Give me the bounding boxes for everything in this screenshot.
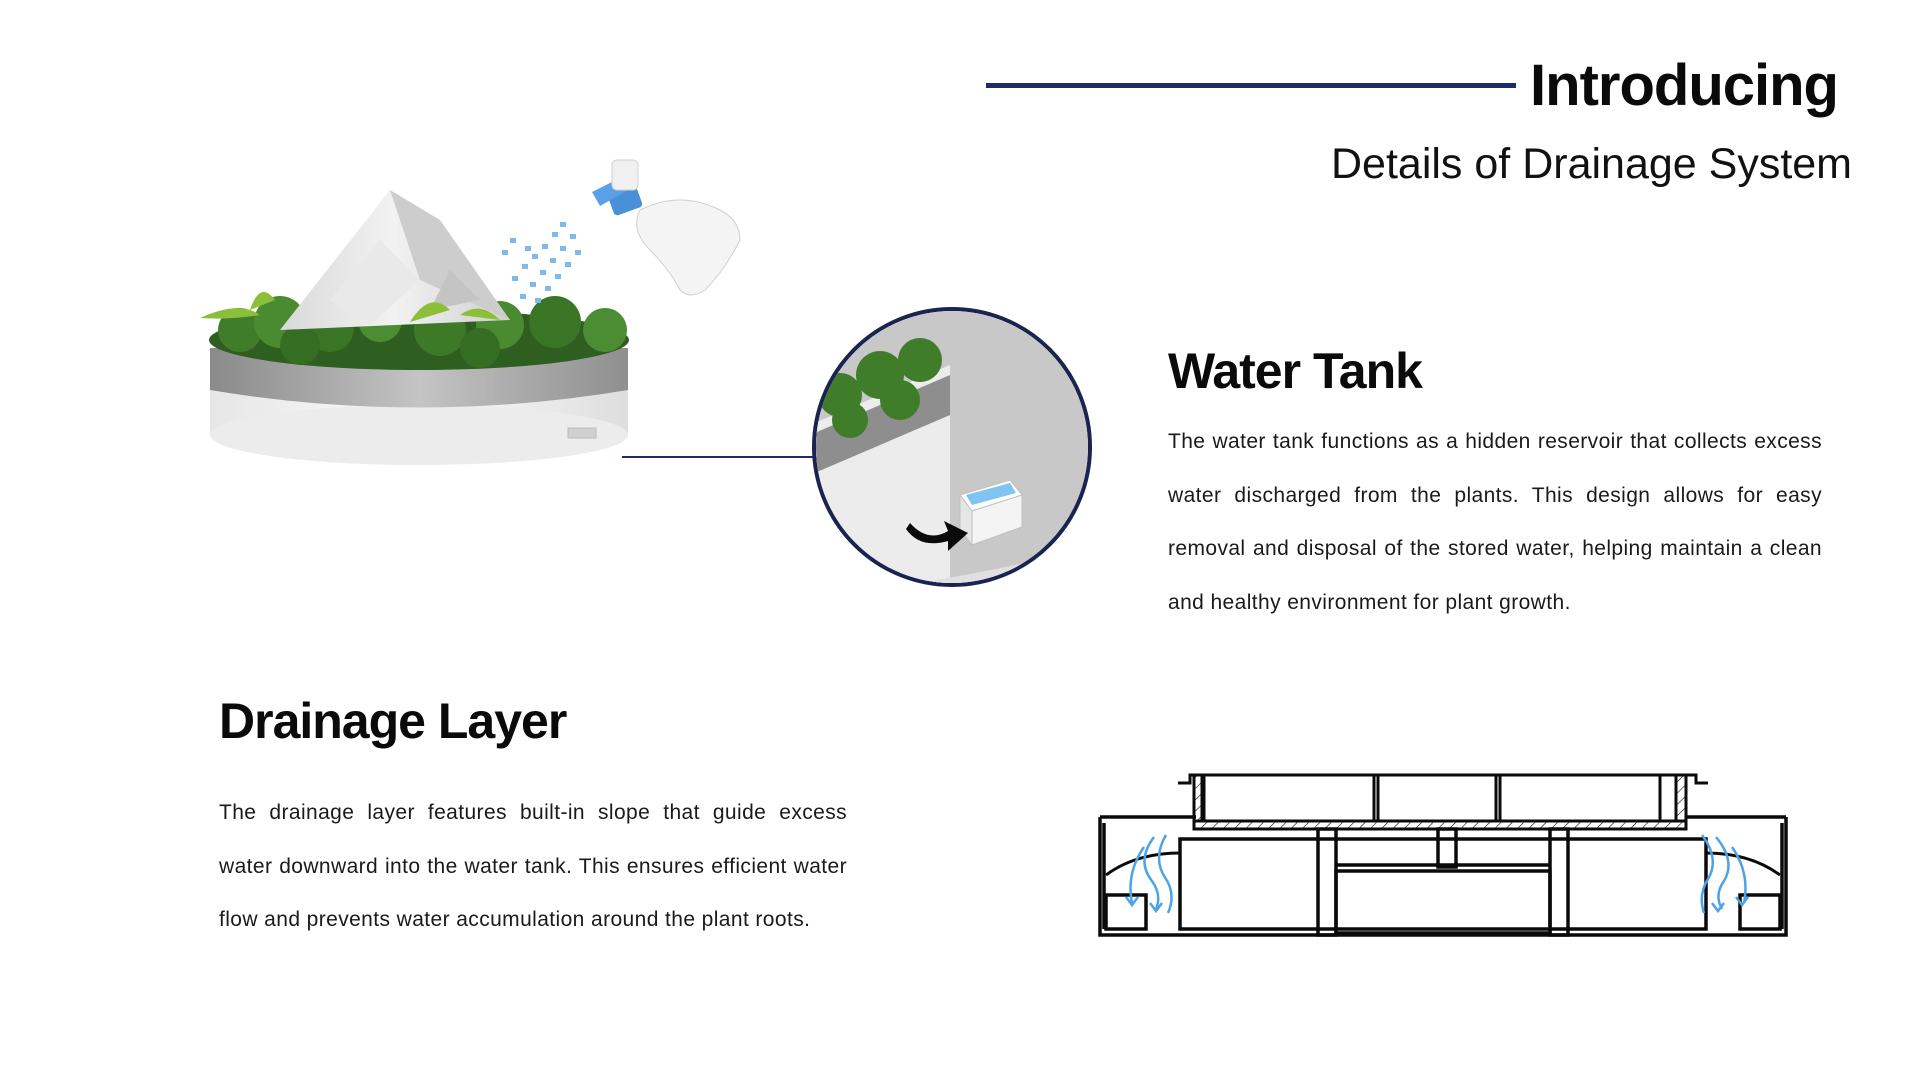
page-title: Introducing xyxy=(1530,53,1839,118)
spray-bottle-icon xyxy=(592,159,741,296)
curved-arrow-icon xyxy=(906,521,968,551)
drainage-section-diagram xyxy=(1098,773,1788,937)
tank-detail-zoom xyxy=(812,307,1092,587)
mountain-sculpture xyxy=(280,190,510,330)
removable-water-tank xyxy=(959,479,1023,547)
spray-mist xyxy=(502,222,581,303)
page-subtitle: Details of Drainage System xyxy=(1331,140,1852,188)
drainage-layer-heading: Drainage Layer xyxy=(219,693,567,749)
planter-illustration xyxy=(200,159,741,465)
water-flow-arrows-icon xyxy=(1125,834,1749,914)
detail-connector-line xyxy=(622,456,814,458)
header-rule xyxy=(986,83,1516,88)
drainage-layer-description: The drainage layer features built-in slo… xyxy=(219,801,847,931)
water-tank-heading: Water Tank xyxy=(1168,343,1423,399)
water-tank-description: The water tank functions as a hidden res… xyxy=(1168,430,1822,614)
